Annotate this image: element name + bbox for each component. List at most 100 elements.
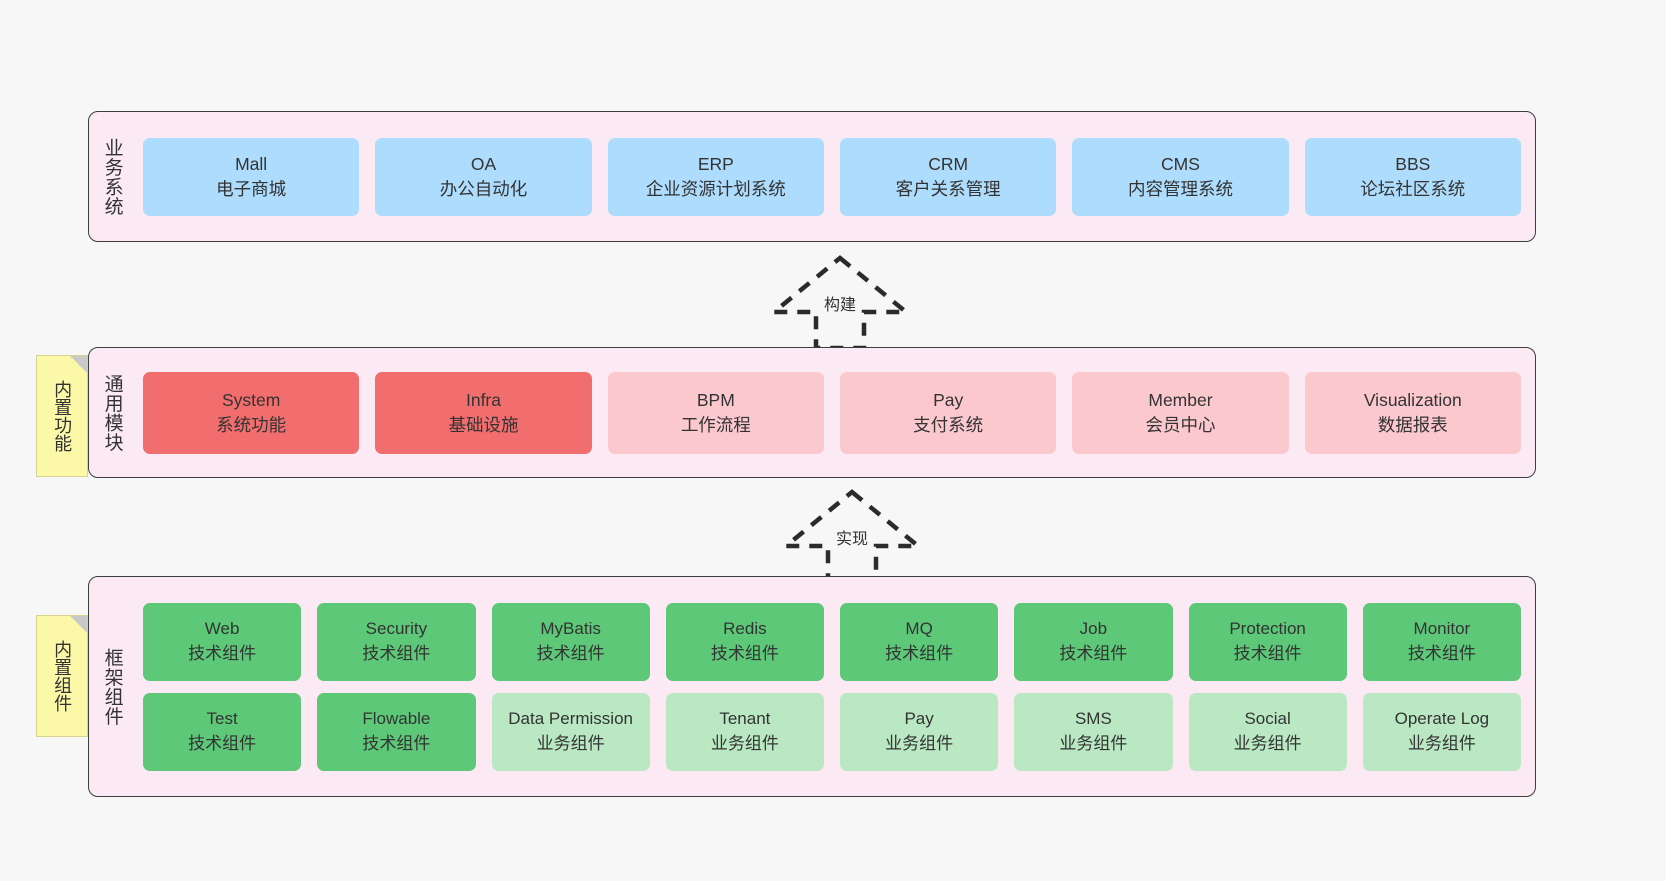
layer-body-framework: Web 技术组件 Security 技术组件 MyBatis 技术组件 Redi… bbox=[135, 577, 1535, 796]
arrow-implement-label: 实现 bbox=[835, 531, 869, 548]
card-flowable-en: Flowable bbox=[362, 709, 431, 729]
card-tenant-en: Tenant bbox=[719, 709, 771, 729]
card-mybatis[interactable]: MyBatis 技术组件 bbox=[491, 602, 650, 681]
card-monitor[interactable]: Monitor 技术组件 bbox=[1362, 602, 1521, 681]
card-monitor-en: Monitor bbox=[1413, 619, 1471, 639]
card-oa-cn: 办公自动化 bbox=[439, 178, 528, 199]
card-crm[interactable]: CRM 客户关系管理 bbox=[839, 137, 1057, 216]
card-system[interactable]: System 系统功能 bbox=[143, 371, 360, 454]
card-social-cn: 业务组件 bbox=[1233, 733, 1302, 753]
card-flowable[interactable]: Flowable 技术组件 bbox=[317, 692, 476, 771]
card-redis-cn: 技术组件 bbox=[710, 643, 779, 663]
card-cms-en: CMS bbox=[1161, 153, 1200, 174]
layer-framework-components: 框架组件 Web 技术组件 Security 技术组件 MyBatis 技术组件… bbox=[88, 576, 1536, 797]
card-mall[interactable]: Mall 电子商城 bbox=[143, 137, 360, 216]
card-member[interactable]: Member 会员中心 bbox=[1072, 371, 1289, 454]
card-data-permission-cn: 业务组件 bbox=[536, 733, 605, 753]
card-web-en: Web bbox=[204, 619, 240, 639]
card-member-cn: 会员中心 bbox=[1145, 414, 1216, 435]
card-cms-cn: 内容管理系统 bbox=[1127, 178, 1233, 199]
card-protection[interactable]: Protection 技术组件 bbox=[1188, 602, 1347, 681]
card-pay-component-en: Pay bbox=[904, 709, 934, 729]
card-erp[interactable]: ERP 企业资源计划系统 bbox=[607, 137, 824, 216]
card-operate-log-cn: 业务组件 bbox=[1407, 733, 1476, 753]
card-mybatis-cn: 技术组件 bbox=[536, 643, 605, 663]
card-web-cn: 技术组件 bbox=[188, 643, 257, 663]
card-security-cn: 技术组件 bbox=[362, 643, 431, 663]
card-crm-en: CRM bbox=[928, 153, 969, 174]
card-flowable-cn: 技术组件 bbox=[362, 733, 431, 753]
card-web[interactable]: Web 技术组件 bbox=[143, 602, 302, 681]
card-operate-log-en: Operate Log bbox=[1394, 709, 1490, 729]
card-system-en: System bbox=[221, 389, 281, 410]
card-sms[interactable]: SMS 业务组件 bbox=[1014, 692, 1173, 771]
card-mq[interactable]: MQ 技术组件 bbox=[840, 602, 999, 681]
card-erp-en: ERP bbox=[697, 153, 734, 174]
card-security[interactable]: Security 技术组件 bbox=[317, 602, 476, 681]
layer-body-common: System 系统功能 Infra 基础设施 BPM 工作流程 Pay 支付系统… bbox=[135, 348, 1535, 477]
card-redis[interactable]: Redis 技术组件 bbox=[665, 602, 824, 681]
business-card-row: Mall 电子商城 OA 办公自动化 ERP 企业资源计划系统 CRM 客户关系… bbox=[143, 137, 1521, 216]
layer-business-systems: 业务系统 Mall 电子商城 OA 办公自动化 ERP 企业资源计划系统 CRM… bbox=[88, 111, 1536, 242]
card-pay-component[interactable]: Pay 业务组件 bbox=[840, 692, 999, 771]
card-visualization-en: Visualization bbox=[1363, 389, 1462, 410]
common-card-row: System 系统功能 Infra 基础设施 BPM 工作流程 Pay 支付系统… bbox=[143, 371, 1521, 454]
card-test-cn: 技术组件 bbox=[188, 733, 257, 753]
card-bbs[interactable]: BBS 论坛社区系统 bbox=[1304, 137, 1521, 216]
arrow-build: 构建 bbox=[760, 254, 920, 352]
card-visualization[interactable]: Visualization 数据报表 bbox=[1304, 371, 1521, 454]
card-mall-en: Mall bbox=[235, 153, 268, 174]
card-redis-en: Redis bbox=[723, 619, 767, 639]
card-bpm[interactable]: BPM 工作流程 bbox=[607, 371, 824, 454]
card-job[interactable]: Job 技术组件 bbox=[1014, 602, 1173, 681]
card-system-cn: 系统功能 bbox=[216, 414, 287, 435]
card-visualization-cn: 数据报表 bbox=[1377, 414, 1448, 435]
card-test[interactable]: Test 技术组件 bbox=[143, 692, 302, 771]
note-builtin-component: 内置组件 bbox=[36, 615, 88, 737]
layer-title-framework: 框架组件 bbox=[101, 647, 123, 726]
card-tenant-cn: 业务组件 bbox=[710, 733, 779, 753]
card-erp-cn: 企业资源计划系统 bbox=[645, 178, 786, 199]
card-bbs-cn: 论坛社区系统 bbox=[1360, 178, 1466, 199]
card-pay-module-en: Pay bbox=[933, 389, 964, 410]
card-pay-module-cn: 支付系统 bbox=[913, 414, 984, 435]
card-protection-cn: 技术组件 bbox=[1233, 643, 1302, 663]
layer-title-common: 通用模块 bbox=[101, 373, 123, 452]
card-monitor-cn: 技术组件 bbox=[1407, 643, 1476, 663]
card-pay-module[interactable]: Pay 支付系统 bbox=[839, 371, 1057, 454]
note-builtin-function-label: 内置功能 bbox=[52, 380, 73, 452]
card-operate-log[interactable]: Operate Log 业务组件 bbox=[1362, 692, 1521, 771]
card-bpm-cn: 工作流程 bbox=[680, 414, 751, 435]
card-social[interactable]: Social 业务组件 bbox=[1188, 692, 1347, 771]
card-infra-cn: 基础设施 bbox=[448, 414, 519, 435]
card-pay-component-cn: 业务组件 bbox=[885, 733, 954, 753]
card-social-en: Social bbox=[1244, 709, 1291, 729]
card-cms[interactable]: CMS 内容管理系统 bbox=[1072, 137, 1289, 216]
card-mq-cn: 技术组件 bbox=[885, 643, 954, 663]
card-security-en: Security bbox=[365, 619, 428, 639]
card-job-en: Job bbox=[1079, 619, 1108, 639]
card-test-en: Test bbox=[206, 709, 238, 729]
card-infra-en: Infra bbox=[465, 389, 501, 410]
card-job-cn: 技术组件 bbox=[1059, 643, 1128, 663]
layer-common-modules: 通用模块 System 系统功能 Infra 基础设施 BPM 工作流程 Pay… bbox=[88, 347, 1536, 478]
card-bbs-en: BBS bbox=[1395, 153, 1431, 174]
layer-body-business: Mall 电子商城 OA 办公自动化 ERP 企业资源计划系统 CRM 客户关系… bbox=[135, 112, 1535, 241]
card-oa[interactable]: OA 办公自动化 bbox=[375, 137, 592, 216]
note-builtin-component-label: 内置组件 bbox=[52, 640, 73, 712]
card-protection-en: Protection bbox=[1229, 619, 1306, 639]
card-tenant[interactable]: Tenant 业务组件 bbox=[665, 692, 824, 771]
card-crm-cn: 客户关系管理 bbox=[895, 178, 1001, 199]
card-oa-en: OA bbox=[470, 153, 497, 174]
card-infra[interactable]: Infra 基础设施 bbox=[375, 371, 592, 454]
arrow-build-label: 构建 bbox=[823, 297, 857, 314]
card-data-permission-en: Data Permission bbox=[508, 709, 633, 729]
card-mq-en: MQ bbox=[905, 619, 933, 639]
card-mybatis-en: MyBatis bbox=[540, 619, 601, 639]
card-member-en: Member bbox=[1148, 389, 1213, 410]
framework-card-row-biz: Test 技术组件 Flowable 技术组件 Data Permission … bbox=[143, 692, 1521, 771]
card-mall-cn: 电子商城 bbox=[216, 178, 287, 199]
framework-card-row-tech: Web 技术组件 Security 技术组件 MyBatis 技术组件 Redi… bbox=[143, 602, 1521, 681]
card-data-permission[interactable]: Data Permission 业务组件 bbox=[491, 692, 650, 771]
